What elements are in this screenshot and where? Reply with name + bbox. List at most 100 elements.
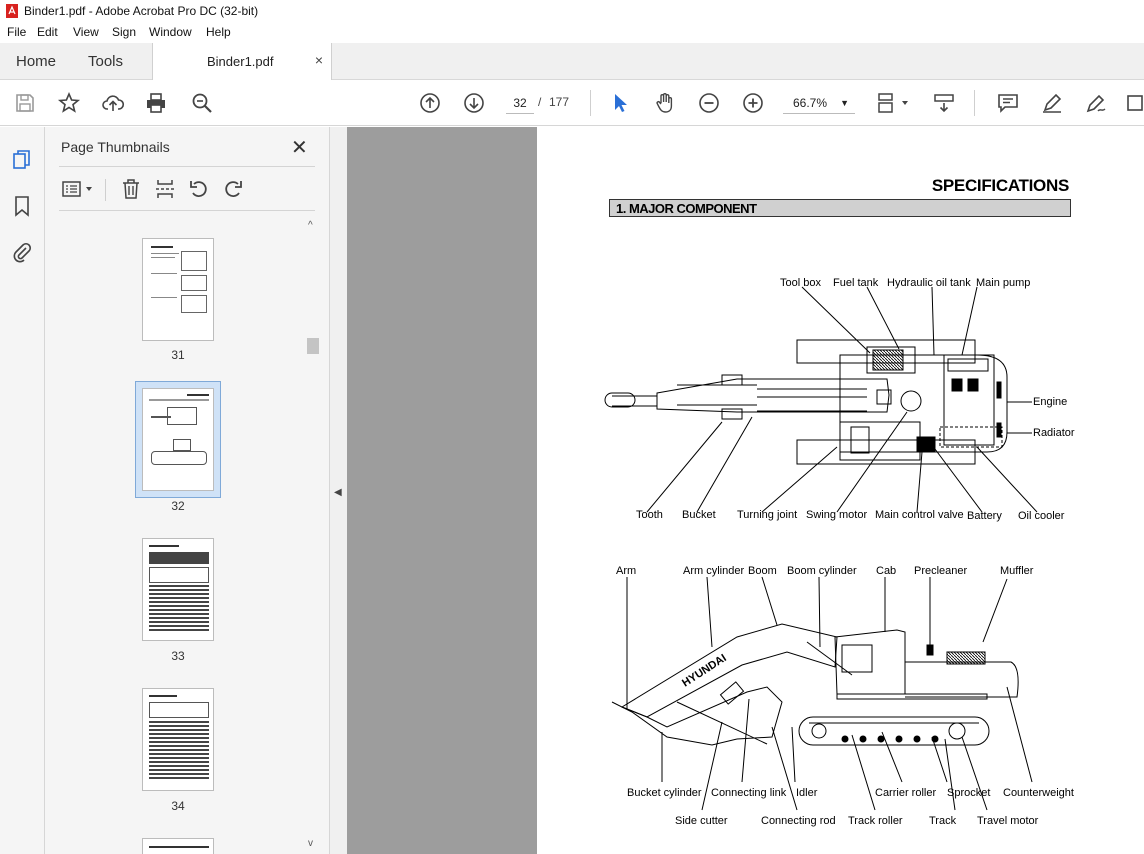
hand-tool-icon[interactable] (653, 91, 677, 115)
pdf-page: SPECIFICATIONS 1. MAJOR COMPONENT (537, 127, 1144, 854)
scrollbar-thumb[interactable] (307, 338, 319, 354)
section-header: 1. MAJOR COMPONENT (609, 199, 1071, 217)
thumbnail-page-33[interactable] (142, 538, 214, 641)
thumbnail-page-35[interactable] (142, 838, 214, 854)
zoom-in-icon[interactable] (741, 91, 765, 115)
acrobat-icon (6, 4, 18, 18)
label-turning-joint: Turning joint (737, 509, 798, 521)
tab-bar: Home Tools Binder1.pdf × (0, 43, 1144, 80)
scroll-up-icon[interactable]: ^ (308, 220, 313, 231)
chevron-down-icon: ▼ (840, 98, 849, 108)
thumbnail-page-34[interactable] (142, 688, 214, 791)
bookmarks-icon[interactable] (11, 195, 33, 217)
label-idler: Idler (796, 787, 818, 799)
delete-icon[interactable] (120, 178, 142, 200)
toolbar-divider (590, 90, 591, 116)
page-separator: / (538, 95, 542, 109)
sign-pen-icon[interactable] (1084, 91, 1108, 115)
label-fuel-tank: Fuel tank (833, 277, 879, 289)
label-travel-motor: Travel motor (977, 815, 1039, 827)
label-main-pump: Main pump (976, 277, 1031, 289)
brand-text: HYUNDAI (680, 652, 729, 689)
share-icon[interactable] (1126, 91, 1144, 115)
close-panel-icon[interactable]: ✕ (291, 137, 308, 159)
menu-view[interactable]: View (73, 25, 99, 39)
zoom-level-value: 66.7% (793, 96, 828, 110)
zoom-level-select[interactable]: 66.7% ▼ (783, 92, 855, 114)
scroll-down-icon[interactable]: v (308, 838, 313, 849)
section-title: 1. MAJOR COMPONENT (616, 201, 757, 216)
document-view[interactable]: SPECIFICATIONS 1. MAJOR COMPONENT (347, 127, 1144, 854)
thumbnails-scrollbar[interactable]: ^ v (306, 220, 319, 854)
thumbnail-label-34: 34 (171, 799, 185, 813)
label-battery: Battery (967, 510, 1002, 522)
label-side-cutter: Side cutter (675, 815, 728, 827)
window-title: Binder1.pdf - Adobe Acrobat Pro DC (32-b… (24, 4, 259, 18)
thumbnail-label-33: 33 (171, 649, 185, 663)
menu-file[interactable]: File (7, 25, 27, 39)
label-connecting-link: Connecting link (711, 787, 787, 799)
toolbar: 32 / 177 66.7% ▼ (0, 80, 1144, 126)
options-menu-icon[interactable] (61, 178, 95, 200)
label-track-roller: Track roller (848, 815, 903, 827)
label-radiator: Radiator (1033, 427, 1075, 439)
bookmark-star-icon[interactable] (57, 91, 81, 115)
menu-window[interactable]: Window (149, 25, 192, 39)
toolbar-divider (974, 90, 975, 116)
left-rail (0, 127, 45, 854)
page-thumbnails-icon[interactable] (11, 149, 33, 171)
label-tool-box: Tool box (780, 277, 821, 289)
zoom-out-icon[interactable] (697, 91, 721, 115)
next-page-icon[interactable] (462, 91, 486, 115)
page-heading: SPECIFICATIONS (931, 176, 1069, 195)
collapse-arrow-icon: ◀ (334, 487, 342, 498)
rotate-clockwise-icon[interactable] (222, 178, 244, 200)
thumbnail-page-32[interactable] (142, 388, 214, 491)
menu-help[interactable]: Help (206, 25, 231, 39)
label-precleaner: Precleaner (914, 565, 968, 577)
label-connecting-rod: Connecting rod (761, 815, 836, 827)
label-track: Track (929, 815, 957, 827)
label-boom: Boom (748, 565, 777, 577)
select-cursor-icon[interactable] (609, 91, 633, 115)
zoom-search-icon[interactable] (190, 91, 214, 115)
previous-page-icon[interactable] (418, 91, 442, 115)
rotate-counterclockwise-icon[interactable] (188, 178, 210, 200)
upload-cloud-icon[interactable] (101, 91, 125, 115)
highlight-pen-icon[interactable] (1040, 91, 1064, 115)
label-bucket: Bucket (682, 509, 716, 521)
label-bucket-cylinder: Bucket cylinder (627, 787, 702, 799)
comment-icon[interactable] (996, 91, 1020, 115)
label-arm-cylinder: Arm cylinder (683, 565, 745, 577)
panel-divider (105, 179, 106, 201)
title-bar: Binder1.pdf - Adobe Acrobat Pro DC (32-b… (0, 0, 1144, 22)
thumbnail-label-32: 32 (171, 499, 185, 513)
panel-collapse-handle[interactable]: ◀ (330, 127, 347, 854)
menu-edit[interactable]: Edit (37, 25, 58, 39)
total-pages: 177 (549, 95, 570, 109)
label-arm: Arm (616, 565, 637, 577)
tab-document[interactable]: Binder1.pdf × (152, 43, 332, 80)
save-icon[interactable] (13, 91, 37, 115)
label-engine: Engine (1033, 396, 1068, 408)
tab-home[interactable]: Home (16, 53, 57, 70)
label-hydraulic-oil-tank: Hydraulic oil tank (887, 277, 971, 289)
document-tab-label: Binder1.pdf (207, 54, 274, 69)
close-tab-icon[interactable]: × (314, 52, 323, 68)
thumbnail-label-31: 31 (171, 348, 185, 362)
thumbnail-page-31[interactable] (142, 238, 214, 341)
print-icon[interactable] (144, 91, 168, 115)
attachments-icon[interactable] (11, 241, 33, 263)
scroll-mode-icon[interactable] (932, 91, 956, 115)
label-carrier-roller: Carrier roller (875, 787, 937, 799)
panel-divider (59, 210, 315, 211)
menu-bar: File Edit View Sign Window Help (0, 22, 1144, 43)
menu-sign[interactable]: Sign (112, 25, 137, 39)
insert-pages-icon[interactable] (154, 178, 176, 200)
tab-tools[interactable]: Tools (88, 53, 124, 70)
page-fit-icon[interactable] (876, 91, 910, 115)
label-counterweight: Counterweight (1003, 787, 1074, 799)
label-boom-cylinder: Boom cylinder (787, 565, 857, 577)
current-page-input[interactable]: 32 (506, 92, 534, 114)
label-muffler: Muffler (1000, 565, 1034, 577)
